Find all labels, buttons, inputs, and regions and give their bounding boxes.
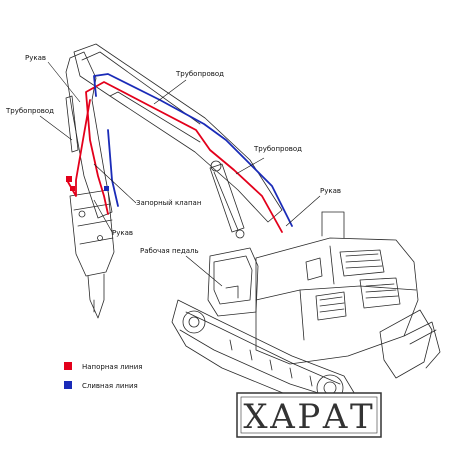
watermark-text: ХАРАТ [243, 397, 374, 437]
label-hose-bottom: Рукав [112, 229, 133, 237]
label-shutoff-valve: Запорный клапан [136, 199, 201, 207]
legend-swatch-return [64, 381, 72, 389]
return-marker [104, 186, 109, 191]
label-pipeline-left: Трубопровод [5, 107, 54, 115]
legend-swatch-pressure [64, 362, 72, 370]
label-hose-top: Рукав [25, 54, 46, 62]
label-work-pedal: Рабочая педаль [140, 247, 199, 255]
label-pipeline-top: Трубопровод [175, 70, 224, 78]
pressure-line [67, 81, 283, 233]
watermark: ХАРАТ [236, 392, 382, 438]
legend-label-return: Сливная линия [82, 382, 138, 390]
legend-label-pressure: Напорная линия [82, 363, 143, 371]
excavator-outline [65, 43, 441, 409]
legend: Напорная линия Сливная линия [64, 362, 143, 390]
label-pipeline-right: Трубопровод [253, 145, 302, 153]
leader-lines [39, 61, 321, 287]
label-hose-right: Рукав [320, 187, 341, 195]
pressure-marker [70, 186, 75, 191]
pressure-marker [66, 176, 72, 182]
return-line [93, 73, 293, 227]
